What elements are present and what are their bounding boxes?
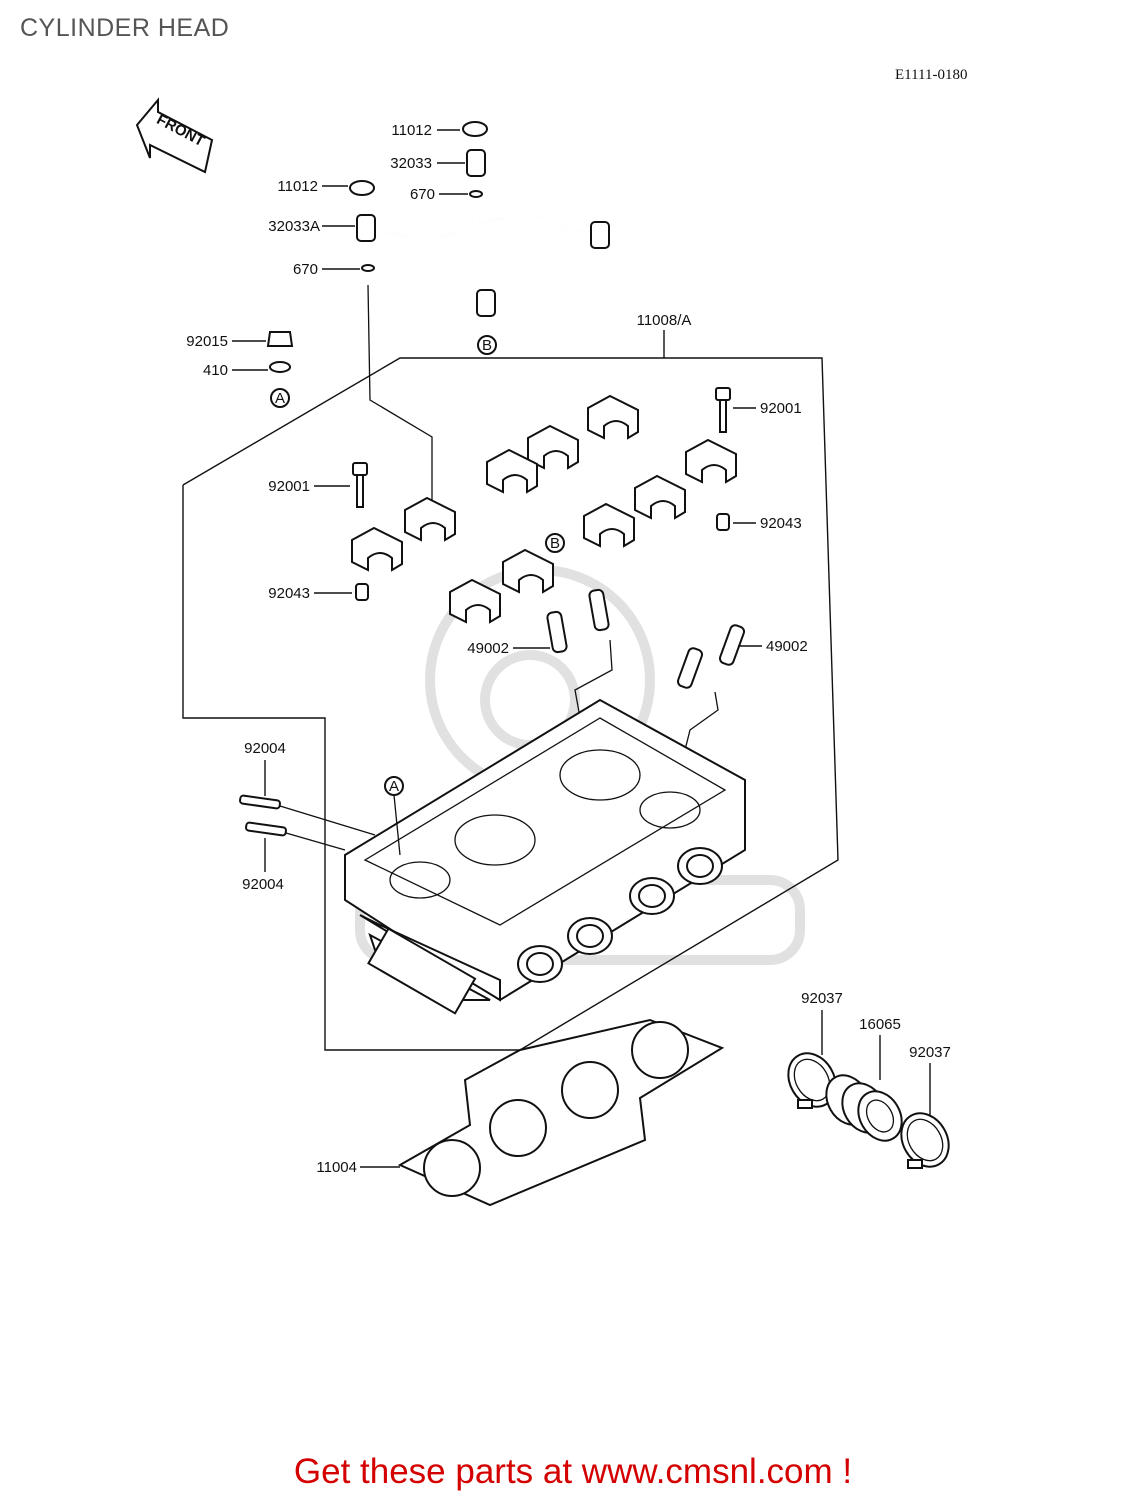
- callout-670-right: 670: [410, 186, 435, 203]
- svg-text:B: B: [482, 337, 492, 354]
- cam-caps: [351, 394, 737, 624]
- callout-11008a: 11008/A: [637, 312, 692, 329]
- marker-b-top: B: [477, 335, 497, 355]
- nut-92015: [266, 331, 294, 347]
- washer-670-right: [469, 190, 483, 198]
- callout-92001-left: 92001: [268, 478, 310, 495]
- bolt-92001-left: [352, 462, 368, 508]
- callout-670-left: 670: [293, 261, 318, 278]
- svg-text:B: B: [550, 535, 560, 552]
- guide-line-670: [367, 284, 433, 505]
- cap-11012-left: [349, 180, 375, 196]
- cap-11012-top: [462, 121, 488, 137]
- leader-lines: [232, 129, 931, 1168]
- cylinder-head: [344, 698, 746, 1015]
- head-gasket-11004: [397, 1018, 725, 1207]
- callout-410: 410: [203, 362, 228, 379]
- studs-92004: [239, 794, 287, 837]
- callout-11004: 11004: [316, 1159, 357, 1176]
- callout-11012-left: 11012: [277, 178, 318, 195]
- diagram-code: E1111-0180: [895, 67, 968, 83]
- callout-32033: 32033: [390, 155, 432, 172]
- bolt-92001-right: [715, 387, 731, 433]
- callout-49002-right: 49002: [766, 638, 808, 655]
- svg-text:A: A: [389, 778, 399, 795]
- callout-92001-right: 92001: [760, 400, 802, 417]
- dowel-92043-left: [355, 583, 369, 601]
- callout-92004-bottom: 92004: [242, 876, 284, 893]
- marker-b-cap: B: [545, 533, 565, 553]
- svg-text:A: A: [275, 390, 285, 407]
- marker-a-top: A: [270, 388, 290, 408]
- callout-92037-right: 92037: [909, 1044, 951, 1061]
- callout-92004-top: 92004: [244, 740, 286, 757]
- dowel-92043-right: [716, 513, 730, 531]
- marker-a-head: A: [384, 776, 404, 796]
- oil-pipe-assembly: [356, 149, 610, 317]
- callout-49002-left: 49002: [467, 640, 509, 657]
- callout-16065: 16065: [859, 1016, 901, 1033]
- callout-92037-left: 92037: [801, 990, 843, 1007]
- washer-410: [269, 361, 291, 373]
- callout-11012-top: 11012: [391, 122, 432, 139]
- exploded-parts-diagram: FRONT A B B A: [135, 97, 951, 1207]
- washer-670-left: [361, 264, 375, 272]
- callout-92043-right: 92043: [760, 515, 802, 532]
- front-arrow-icon: FRONT: [135, 97, 214, 174]
- callout-92015: 92015: [186, 333, 228, 350]
- callout-32033a: 32033A: [268, 218, 320, 235]
- footer-promo-text: Get these parts at www.cmsnl.com !: [293, 1452, 853, 1491]
- clamp-92037-left: [787, 1052, 837, 1109]
- page-title: CYLINDER HEAD: [20, 14, 230, 42]
- clamp-92037-right: [900, 1112, 950, 1169]
- carburetor-holder-16065: [825, 1074, 903, 1142]
- oil-jets-49002: [546, 588, 746, 689]
- callout-92043-left: 92043: [268, 585, 310, 602]
